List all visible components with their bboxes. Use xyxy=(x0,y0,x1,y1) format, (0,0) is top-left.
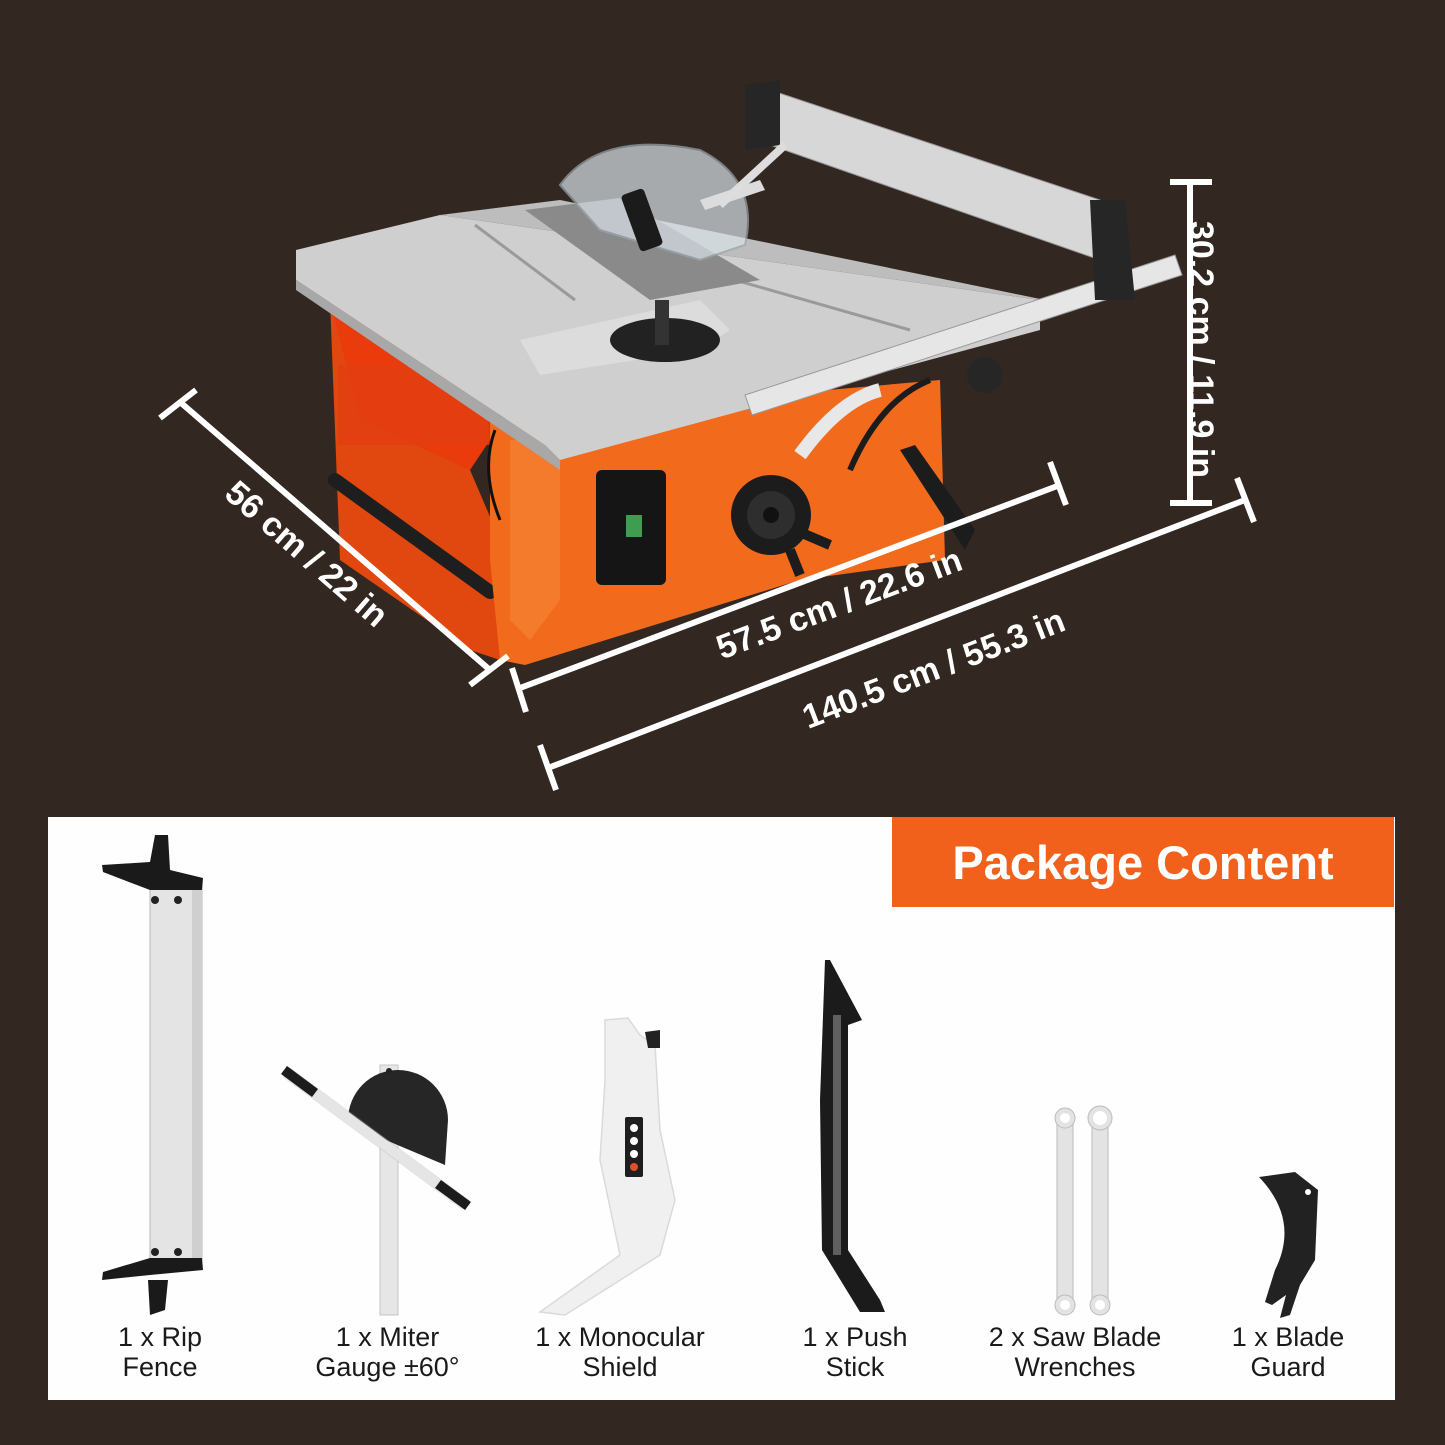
item-label-line1: 1 x Miter xyxy=(335,1322,440,1352)
package-item-miter-gauge: 1 x Miter Gauge ±60° xyxy=(300,1322,475,1382)
saw-table-top xyxy=(296,80,1183,470)
item-label-line2: Stick xyxy=(825,1352,885,1382)
item-label-line2: Gauge ±60° xyxy=(315,1352,460,1382)
table-saw-illustration xyxy=(158,80,1257,792)
item-label-line1: 1 x Blade xyxy=(1231,1322,1345,1352)
package-content-title: Package Content xyxy=(952,835,1334,889)
height-dimension-label: 30.2 cm / 11.9 in xyxy=(1182,220,1221,479)
package-content-panel xyxy=(48,817,1395,1400)
package-item-monocular-shield: 1 x Monocular Shield xyxy=(525,1322,715,1382)
package-item-saw-blade-wrenches: 2 x Saw Blade Wrenches xyxy=(975,1322,1175,1382)
item-label-line1: 1 x Push xyxy=(802,1322,908,1352)
package-content-header: Package Content xyxy=(892,817,1394,907)
item-label-line2: Wrenches xyxy=(1014,1352,1136,1382)
package-item-push-stick: 1 x Push Stick xyxy=(785,1322,925,1382)
item-label-line1: 1 x Rip xyxy=(117,1322,203,1352)
item-label-line1: 2 x Saw Blade xyxy=(988,1322,1162,1352)
item-label-line1: 1 x Monocular xyxy=(535,1322,705,1352)
package-item-rip-fence: 1 x Rip Fence xyxy=(90,1322,230,1382)
item-label-line2: Fence xyxy=(122,1352,198,1382)
item-label-line2: Guard xyxy=(1250,1352,1326,1382)
dimension-lines xyxy=(158,179,1257,792)
package-item-blade-guard: 1 x Blade Guard xyxy=(1218,1322,1358,1382)
item-label-line2: Shield xyxy=(582,1352,658,1382)
